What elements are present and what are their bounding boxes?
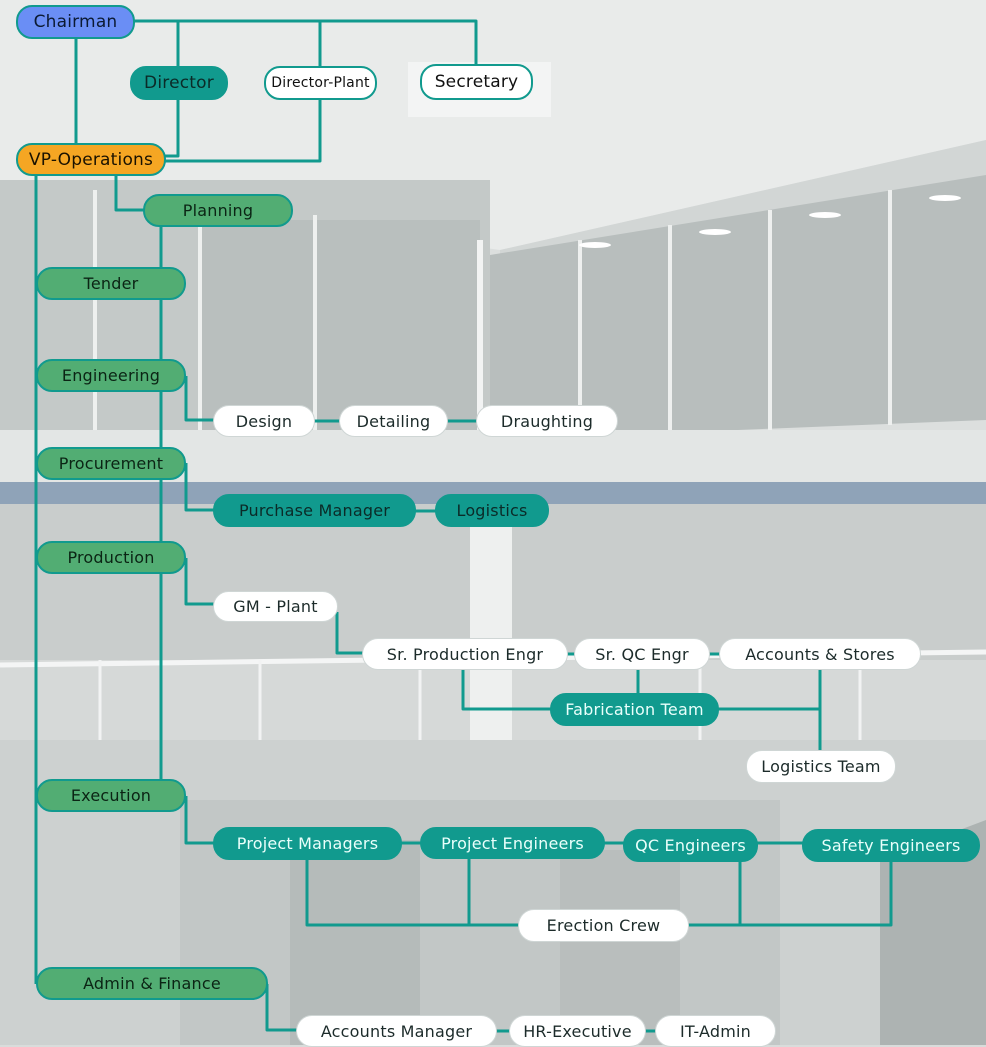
sr-qc-engr-box[interactable]: Sr. QC Engr <box>574 638 710 670</box>
logistics-box[interactable]: Logistics <box>435 494 549 527</box>
design-box[interactable]: Design <box>213 405 315 437</box>
erection-crew-box[interactable]: Erection Crew <box>518 909 689 942</box>
chairman-box[interactable]: Chairman <box>16 5 135 39</box>
accounts-manager-box[interactable]: Accounts Manager <box>296 1015 497 1047</box>
gm-plant-box[interactable]: GM - Plant <box>213 591 338 622</box>
execution-box[interactable]: Execution <box>36 779 186 812</box>
detailing-box[interactable]: Detailing <box>339 405 448 437</box>
project-engineers-box[interactable]: Project Engineers <box>420 827 605 859</box>
accounts-stores-box[interactable]: Accounts & Stores <box>719 638 921 670</box>
hr-executive-box[interactable]: HR-Executive <box>509 1015 646 1047</box>
vp-operations-box[interactable]: VP-Operations <box>16 143 166 176</box>
project-managers-box[interactable]: Project Managers <box>213 827 402 860</box>
safety-engineers-box[interactable]: Safety Engineers <box>802 829 980 862</box>
procurement-box[interactable]: Procurement <box>36 447 186 480</box>
logistics-team-box[interactable]: Logistics Team <box>746 750 896 783</box>
tender-box[interactable]: Tender <box>36 267 186 300</box>
admin-finance-box[interactable]: Admin & Finance <box>36 967 268 1000</box>
it-admin-box[interactable]: IT-Admin <box>655 1015 776 1047</box>
draughting-box[interactable]: Draughting <box>476 405 618 437</box>
engineering-box[interactable]: Engineering <box>36 359 186 392</box>
fabrication-team-box[interactable]: Fabrication Team <box>550 693 719 726</box>
director-plant-box[interactable]: Director-Plant <box>264 66 377 100</box>
sr-production-engr-box[interactable]: Sr. Production Engr <box>362 638 568 670</box>
planning-box[interactable]: Planning <box>143 194 293 227</box>
qc-engineers-box[interactable]: QC Engineers <box>623 829 758 862</box>
production-box[interactable]: Production <box>36 541 186 574</box>
secretary-box[interactable]: Secretary <box>420 64 533 100</box>
director-box[interactable]: Director <box>130 66 228 100</box>
purchase-manager-box[interactable]: Purchase Manager <box>213 494 416 527</box>
